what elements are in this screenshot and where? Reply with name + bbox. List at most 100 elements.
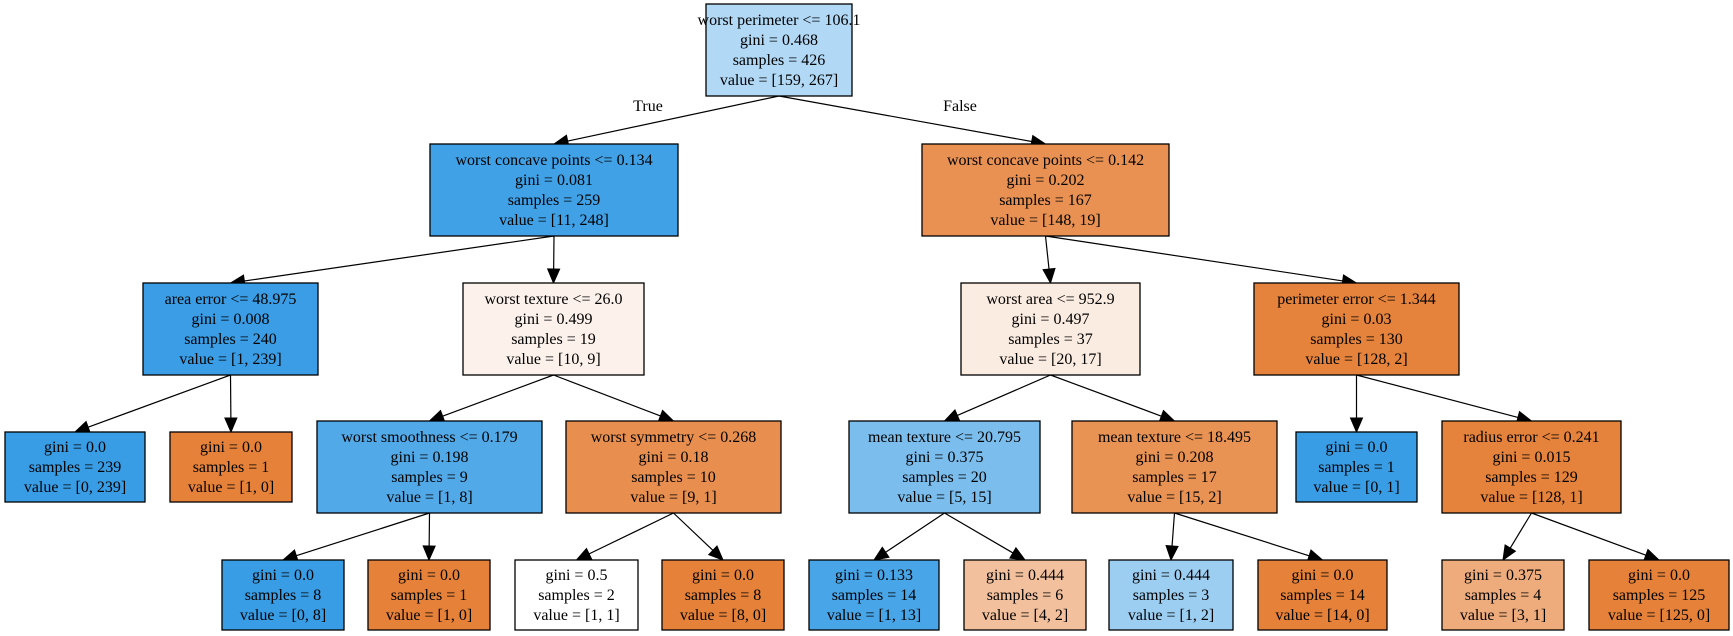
- node-label-line: samples = 20: [902, 469, 987, 486]
- node-label-line: value = [20, 17]: [999, 351, 1101, 368]
- node-label-line: samples = 1: [193, 459, 270, 476]
- tree-edge: [1174, 512, 1324, 563]
- edge-line: [567, 95, 780, 142]
- node-label-line: worst symmetry <= 0.268: [591, 429, 757, 446]
- node-label-line: samples = 259: [508, 192, 601, 209]
- edge-line: [673, 512, 714, 551]
- tree-edge: [428, 374, 554, 423]
- tree-edge: [1050, 374, 1176, 423]
- node-label-line: value = [11, 248]: [499, 212, 609, 229]
- node-label-line: gini = 0.497: [1012, 311, 1090, 328]
- node-box: [367, 559, 491, 631]
- node-label-line: samples = 130: [1310, 331, 1403, 348]
- node-box: [1295, 431, 1418, 503]
- node-box: [705, 3, 853, 97]
- node-label-line: value = [125, 0]: [1608, 607, 1710, 624]
- node-label-line: samples = 10: [631, 469, 716, 486]
- arrow-head: [1349, 417, 1364, 434]
- node-box: [169, 431, 293, 503]
- node-label-line: samples = 129: [1485, 469, 1578, 486]
- node-box: [316, 420, 543, 514]
- node-label-line: samples = 17: [1132, 469, 1217, 486]
- node-label-line: value = [0, 8]: [240, 607, 326, 624]
- tree-edge: [229, 235, 555, 288]
- node-label-line: gini = 0.5: [546, 567, 608, 584]
- node-box: [514, 559, 639, 631]
- node-label-line: gini = 0.008: [192, 311, 270, 328]
- arrow-head: [422, 545, 436, 562]
- arrow-head: [1165, 545, 1179, 562]
- node-label-line: mean texture <= 20.795: [868, 429, 1021, 446]
- node-box: [1253, 282, 1460, 376]
- edge-line: [87, 374, 231, 428]
- node-box: [1588, 559, 1730, 631]
- edge-line: [244, 235, 555, 282]
- node-label-line: gini = 0.499: [515, 311, 593, 328]
- node-label-line: value = [128, 1]: [1480, 489, 1582, 506]
- node-label-line: samples = 3: [1133, 587, 1210, 604]
- node-label-line: gini = 0.015: [1493, 449, 1571, 466]
- node-label-line: worst concave points <= 0.134: [455, 152, 652, 169]
- node-label-line: gini = 0.0: [692, 567, 754, 584]
- arrow-head: [546, 268, 561, 285]
- node-label-line: gini = 0.0: [200, 439, 262, 456]
- node-label-line: gini = 0.081: [515, 172, 593, 189]
- edge-line: [1044, 235, 1050, 270]
- node-label-line: value = [8, 0]: [680, 607, 766, 624]
- node-label-line: value = [1, 0]: [386, 607, 472, 624]
- tree-edge: [1356, 374, 1533, 424]
- node-label-line: samples = 1: [391, 587, 468, 604]
- arrow-head: [1158, 409, 1176, 423]
- node-box: [429, 143, 679, 237]
- node-label-line: value = [5, 15]: [897, 489, 991, 506]
- edge-label-true: True: [633, 98, 663, 115]
- node-label-line: value = [9, 1]: [630, 489, 716, 506]
- node-label-line: samples = 8: [685, 587, 762, 604]
- arrow-head: [872, 546, 890, 561]
- edge-line: [1174, 512, 1310, 557]
- node-box: [963, 559, 1087, 631]
- node-label-line: samples = 4: [1465, 587, 1542, 604]
- node-label-line: value = [1, 1]: [533, 607, 619, 624]
- tree-edge: False: [778, 95, 1047, 149]
- node-label-line: worst perimeter <= 106.1: [698, 12, 861, 29]
- tree-edge: [546, 235, 561, 285]
- node-label-line: gini = 0.208: [1136, 449, 1214, 466]
- edge-line: [1171, 512, 1176, 547]
- edge-label-false: False: [943, 98, 977, 115]
- node-label-line: gini = 0.0: [398, 567, 460, 584]
- tree-edge: [1502, 512, 1533, 562]
- node-label-line: gini = 0.202: [1007, 172, 1085, 189]
- node-box: [1441, 559, 1565, 631]
- node-label-line: value = [1, 2]: [1128, 607, 1214, 624]
- node-label-line: value = [1, 8]: [386, 489, 472, 506]
- tree-edge: [281, 512, 430, 563]
- node-label-line: samples = 14: [1280, 587, 1365, 604]
- node-label-line: value = [128, 2]: [1305, 351, 1407, 368]
- edge-line: [1045, 235, 1343, 282]
- edge-line: [944, 512, 1014, 554]
- node-box: [1108, 559, 1234, 631]
- node-label-line: value = [10, 9]: [506, 351, 600, 368]
- node-label-line: samples = 9: [391, 469, 468, 486]
- node-label-line: samples = 239: [29, 459, 122, 476]
- node-label-line: gini = 0.0: [252, 567, 314, 584]
- node-box: [1071, 420, 1278, 514]
- node-label-line: value = [1, 239]: [179, 351, 281, 368]
- node-label-line: gini = 0.198: [391, 449, 469, 466]
- arrow-head: [1009, 546, 1027, 561]
- node-label-line: gini = 0.375: [1464, 567, 1542, 584]
- edge-line: [1050, 374, 1162, 417]
